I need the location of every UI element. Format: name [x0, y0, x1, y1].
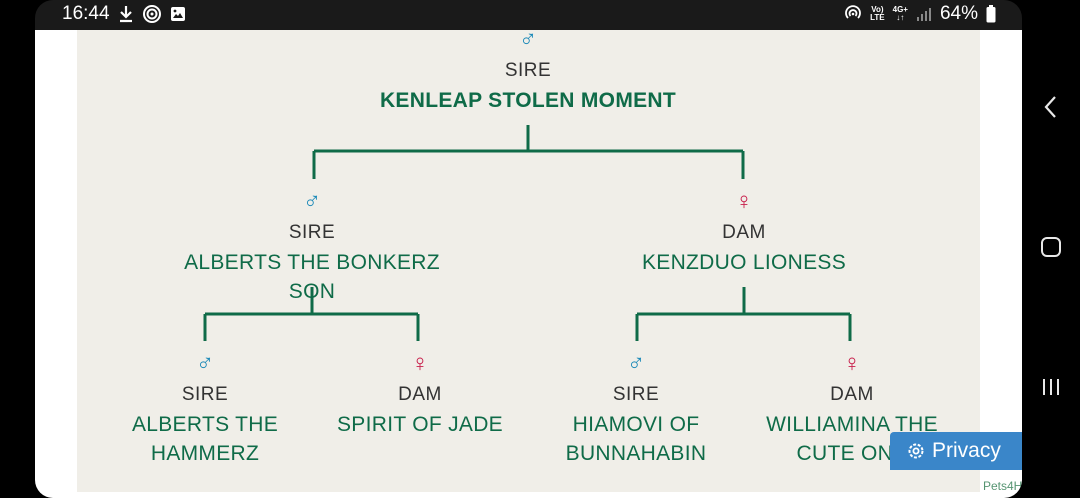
network-generation: 4G+ ↓↑	[893, 6, 908, 22]
granddam-maternal-name-line1: WILLIAMINA THE	[766, 413, 938, 436]
watermark: Pets4Homes	[983, 479, 1022, 493]
grandsire-name: ALBERTS THE HAMMERZ	[55, 410, 355, 468]
status-right: Vo) LTE 4G+ ↓↑ 64%	[844, 3, 996, 25]
male-symbol-icon: ♂	[303, 188, 321, 215]
pedigree-granddam-paternal-node: ♀ DAM SPIRIT OF JADE	[270, 352, 570, 439]
battery-percent: 64%	[939, 3, 978, 24]
female-symbol-icon: ♀	[411, 350, 429, 377]
gear-icon	[908, 443, 924, 459]
granddam-maternal-role: DAM	[830, 384, 874, 405]
pedigree-dam-node: ♀ DAM KENZDUO LIONESS	[594, 190, 894, 277]
hotspot-icon	[142, 5, 161, 23]
root-name: KENLEAP STOLEN MOMENT	[379, 89, 677, 112]
recents-icon	[1043, 379, 1059, 395]
signal-icon	[916, 8, 931, 21]
male-symbol-icon: ♂	[196, 350, 214, 377]
privacy-label: Privacy	[932, 439, 1001, 462]
female-symbol-icon: ♀	[843, 350, 861, 377]
pedigree-root-node: ♂ SIRE KENLEAP STOLEN MOMENT	[378, 28, 678, 115]
dam-name: KENZDUO LIONESS	[641, 251, 847, 274]
home-icon	[1041, 237, 1061, 257]
granddam-maternal-name: WILLIAMINA THE CUTE ONE	[702, 410, 1002, 468]
sire-role: SIRE	[288, 222, 336, 243]
pedigree-sire-node: ♂ SIRE ALBERTS THE BONKERZ SON	[162, 190, 462, 306]
grandsire-role: SIRE	[181, 384, 229, 405]
status-bar: 16:44	[35, 0, 1022, 30]
root-role: SIRE	[504, 60, 552, 81]
grandsire-maternal-name-line1: HIAMOVI OF	[572, 413, 700, 436]
grandsire-maternal-name: HIAMOVI OF BUNNAHABIN	[486, 410, 786, 468]
image-icon	[170, 7, 185, 21]
status-left: 16:44	[62, 3, 186, 25]
granddam-maternal-name-line2: CUTE ONE	[796, 442, 908, 465]
pedigree-grandsire-maternal-node: ♂ SIRE HIAMOVI OF BUNNAHABIN	[486, 352, 786, 468]
data-arrows-icon: ↓↑	[896, 13, 905, 22]
hotspot-status-icon	[845, 5, 861, 19]
status-time: 16:44	[62, 3, 110, 24]
volte-top: Vo)	[871, 5, 884, 14]
volte-bottom: LTE	[870, 13, 885, 22]
grandsire-name-line2: HAMMERZ	[150, 442, 260, 465]
home-button[interactable]	[1022, 236, 1080, 263]
grandsire-name-line1: ALBERTS THE	[131, 413, 279, 436]
grandsire-maternal-name-line2: BUNNAHABIN	[565, 442, 707, 465]
granddam-role: DAM	[398, 384, 442, 405]
male-symbol-icon: ♂	[627, 350, 645, 377]
granddam-name: SPIRIT OF JADE	[270, 410, 570, 439]
privacy-button[interactable]: Privacy	[890, 432, 1022, 470]
pedigree-grandsire-paternal-node: ♂ SIRE ALBERTS THE HAMMERZ	[55, 352, 355, 468]
granddam-name-line1: SPIRIT OF JADE	[336, 413, 503, 436]
male-symbol-icon: ♂	[519, 26, 537, 53]
navigation-bar	[1022, 0, 1080, 498]
sire-name: ALBERTS THE BONKERZ SON	[184, 251, 440, 303]
download-icon	[119, 6, 132, 23]
web-page: ♂ SIRE KENLEAP STOLEN MOMENT ♂ SIRE ALBE…	[35, 28, 1022, 498]
pedigree-connector-lines	[203, 125, 852, 341]
volte-indicator: Vo) LTE	[870, 6, 885, 22]
female-symbol-icon: ♀	[735, 188, 753, 215]
pedigree-granddam-maternal-node: ♀ DAM WILLIAMINA THE CUTE ONE	[702, 352, 1002, 468]
back-chevron-icon	[1044, 96, 1056, 118]
back-button[interactable]	[1022, 94, 1080, 125]
net-gen-label: 4G+	[892, 5, 908, 14]
pedigree-panel: ♂ SIRE KENLEAP STOLEN MOMENT ♂ SIRE ALBE…	[77, 28, 980, 492]
grandsire-maternal-role: SIRE	[612, 384, 660, 405]
screen: 16:44	[35, 0, 1022, 498]
recents-button[interactable]	[1022, 376, 1080, 403]
dam-role: DAM	[722, 222, 766, 243]
battery-icon	[986, 5, 996, 23]
